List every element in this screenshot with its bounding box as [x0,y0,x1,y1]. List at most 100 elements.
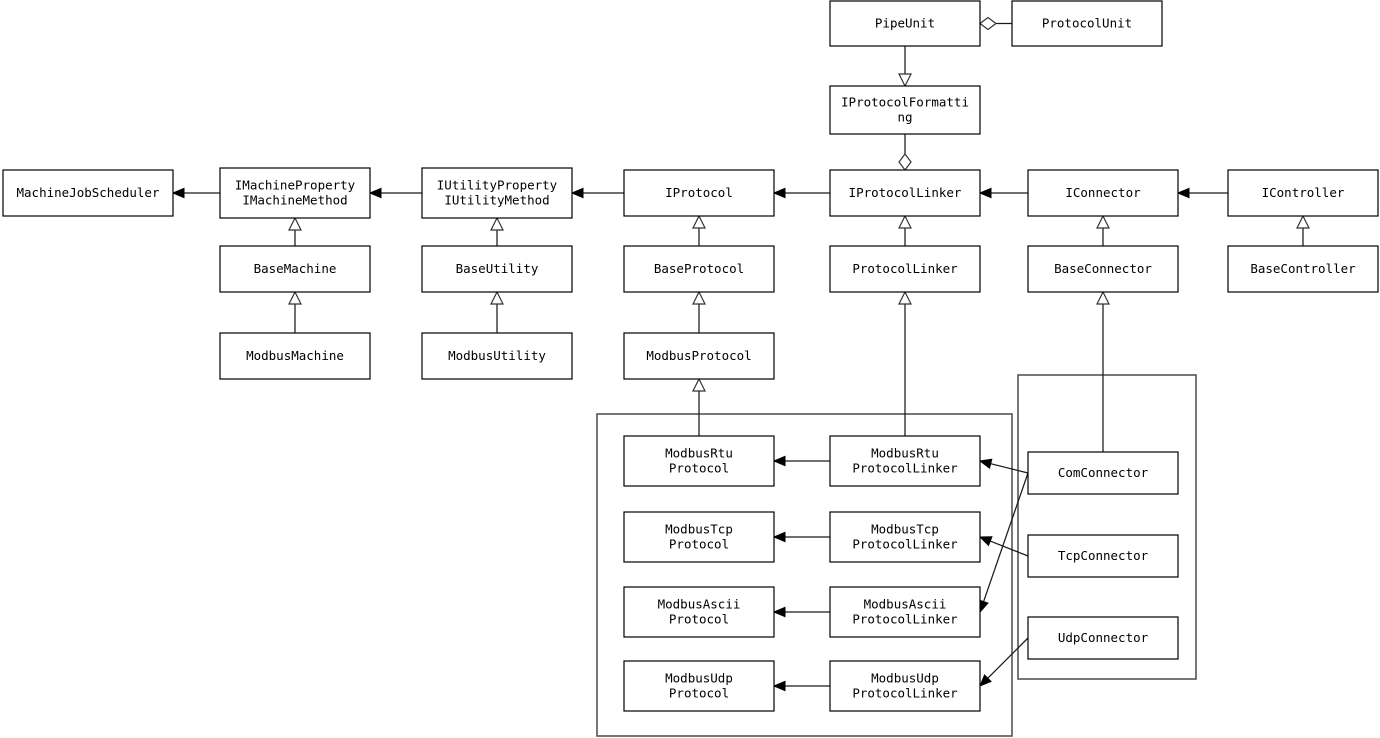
node-label-base-connector: BaseConnector [1054,261,1152,276]
node-box-modbus-rtu-protocol[interactable] [623,435,775,487]
edge-modbus-ascii-protocol-linker-to-modbus-ascii-protocol [772,606,830,618]
edge-base-protocol-to-iprotocol-inheritance-triangle-icon [692,214,706,229]
edge-com-connector-to-modbus-rtu-protocol-linker [978,458,1029,474]
node-box-modbus-udp-protocol-linker[interactable] [829,660,981,712]
node-base-protocol[interactable]: BaseProtocol [623,245,775,293]
node-tcp-connector[interactable]: TcpConnector [1027,534,1179,578]
node-protocol-unit[interactable]: ProtocolUnit [1011,0,1163,47]
node-label-modbus-protocol: ModbusProtocol [646,348,751,363]
edge-iprotocol-formatting-to-iprotocol-linker [898,134,912,171]
edge-modbus-utility-to-base-utility [490,290,504,333]
node-box-modbus-rtu-protocol-linker[interactable] [829,435,981,487]
node-box-modbus-protocol[interactable] [623,332,775,380]
edge-udp-connector-to-modbus-udp-protocol-linker-arrowhead-icon [979,674,992,687]
node-box-base-connector[interactable] [1027,245,1179,293]
node-box-modbus-tcp-protocol[interactable] [623,511,775,563]
node-box-iprotocol-formatting[interactable] [829,85,981,135]
node-box-modbus-ascii-protocol-linker[interactable] [829,586,981,638]
node-label-modbus-machine: ModbusMachine [246,348,344,363]
node-modbus-utility[interactable]: ModbusUtility [421,332,573,380]
node-box-pipe-unit[interactable] [829,0,981,47]
node-box-iprotocol[interactable] [623,169,775,217]
node-label-base-machine: BaseMachine [254,261,337,276]
node-label-pipe-unit: PipeUnit [875,15,935,30]
node-base-controller[interactable]: BaseController [1227,245,1379,293]
edge-protocol-linker-to-iprotocol-linker-inheritance-triangle-icon [898,214,912,229]
edge-tcp-connector-to-modbus-tcp-protocol-linker-arrowhead-icon [978,536,993,547]
node-box-modbus-ascii-protocol[interactable] [623,586,775,638]
edge-modbus-rtu-protocol-to-modbus-protocol [692,377,706,436]
node-box-modbus-tcp-protocol-linker[interactable] [829,511,981,563]
node-base-utility[interactable]: BaseUtility [421,245,573,293]
node-protocol-linker[interactable]: ProtocolLinker [829,245,981,293]
node-box-base-protocol[interactable] [623,245,775,293]
node-base-machine[interactable]: BaseMachine [219,245,371,293]
node-box-tcp-connector[interactable] [1027,534,1179,578]
node-box-icontroller[interactable] [1227,169,1379,217]
node-box-iprotocol-linker[interactable] [829,169,981,217]
node-box-modbus-utility[interactable] [421,332,573,380]
node-box-udp-connector[interactable] [1027,616,1179,660]
edge-com-connector-to-modbus-rtu-protocol-linker-arrowhead-icon [978,458,993,469]
edge-modbus-tcp-protocol-linker-to-modbus-tcp-protocol [772,531,830,543]
edge-modbus-machine-to-base-machine [288,290,302,333]
node-iprotocol[interactable]: IProtocol [623,169,775,217]
node-box-imachine-property[interactable] [219,167,371,219]
node-box-modbus-udp-protocol[interactable] [623,660,775,712]
node-pipe-unit[interactable]: PipeUnit [829,0,981,47]
edge-protocol-unit-to-pipe-unit [979,16,1012,31]
edge-imachine-property-to-machine-job-scheduler [171,187,220,199]
node-iprotocol-linker[interactable]: IProtocolLinker [829,169,981,217]
edge-udp-connector-to-modbus-udp-protocol-linker-line [986,637,1029,680]
node-box-base-machine[interactable] [219,245,371,293]
node-box-protocol-linker[interactable] [829,245,981,293]
node-label-base-utility: BaseUtility [456,261,539,276]
node-label-udp-connector: UdpConnector [1058,630,1149,645]
node-box-machine-job-scheduler[interactable] [2,169,174,217]
node-iconnector[interactable]: IConnector [1027,169,1179,217]
node-label-base-controller: BaseController [1250,261,1356,276]
node-box-iconnector[interactable] [1027,169,1179,217]
node-label-iprotocol: IProtocol [665,185,733,200]
edge-iprotocol-to-iutility-property-arrowhead-icon [570,187,584,199]
node-machine-job-scheduler[interactable]: MachineJobScheduler [2,169,174,217]
edges-layer [171,16,1310,692]
edge-protocol-linker-to-iprotocol-linker [898,214,912,246]
node-label-com-connector: ComConnector [1058,465,1149,480]
edge-base-connector-to-iconnector-inheritance-triangle-icon [1096,214,1110,229]
node-base-connector[interactable]: BaseConnector [1027,245,1179,293]
node-box-base-utility[interactable] [421,245,573,293]
edge-base-machine-to-imachine-property-inheritance-triangle-icon [288,216,302,231]
edge-modbus-protocol-to-base-protocol [692,290,706,333]
node-box-modbus-machine[interactable] [219,332,371,380]
edge-icontroller-to-iconnector [1176,187,1228,199]
node-box-protocol-unit[interactable] [1011,0,1163,47]
node-icontroller[interactable]: IController [1227,169,1379,217]
node-modbus-protocol[interactable]: ModbusProtocol [623,332,775,380]
edge-modbus-rtu-protocol-linker-to-modbus-rtu-protocol-arrowhead-icon [772,455,786,467]
edge-iprotocol-formatting-to-iprotocol-linker-aggregation-diamond-icon [898,153,912,171]
edge-pipe-unit-to-iprotocol-formatting-realization-triangle-icon [898,73,912,88]
edge-tcp-connector-to-modbus-tcp-protocol-linker [978,536,1029,557]
node-com-connector[interactable]: ComConnector [1027,451,1179,495]
node-modbus-machine[interactable]: ModbusMachine [219,332,371,380]
node-udp-connector[interactable]: UdpConnector [1027,616,1179,660]
node-box-com-connector[interactable] [1027,451,1179,495]
node-box-iutility-property[interactable] [421,167,573,219]
node-box-base-controller[interactable] [1227,245,1379,293]
